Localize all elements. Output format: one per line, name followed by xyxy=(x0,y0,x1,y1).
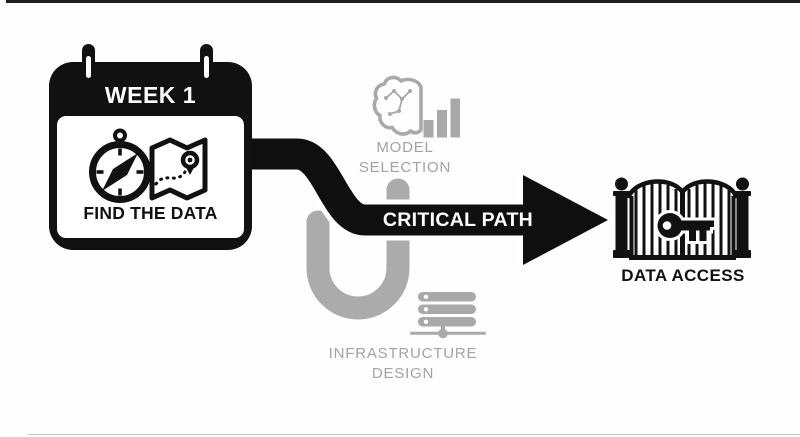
gate-post-right xyxy=(734,177,751,258)
calendar-week-label: WEEK 1 xyxy=(104,82,197,108)
model-selection-line2: SELECTION xyxy=(358,158,452,176)
key-icon xyxy=(654,210,717,244)
infrastructure-line1: INFRASTRUCTURE xyxy=(328,345,478,362)
calendar-caption: FIND THE DATA xyxy=(83,203,218,223)
server-network-icon xyxy=(410,292,486,339)
gate-icon xyxy=(613,177,751,260)
arrow-right-icon xyxy=(523,175,608,265)
find-data-icons xyxy=(89,128,208,203)
bottom-border-line xyxy=(28,434,800,435)
map-icon xyxy=(149,137,208,201)
model-selection-line1: MODEL xyxy=(376,139,434,156)
brain-chart-icon xyxy=(372,75,460,138)
calendar-ring-left xyxy=(82,44,95,83)
infrastructure-line2: DESIGN xyxy=(371,364,435,382)
u-turn-path xyxy=(306,178,410,320)
critical-path-line xyxy=(242,138,531,236)
calendar-ring-slot xyxy=(204,56,209,78)
top-border-line xyxy=(6,0,800,3)
infrastructure-design-label: INFRASTRUCTURE DESIGN xyxy=(317,344,489,383)
gate-post-left xyxy=(613,177,630,258)
critical-path-label: CRITICAL PATH xyxy=(382,209,534,231)
calendar-ring-right xyxy=(200,44,213,83)
calendar-page: FIND THE DATA xyxy=(57,116,244,238)
calendar-ring-slot xyxy=(86,56,91,78)
model-selection-label: MODEL SELECTION xyxy=(322,138,488,177)
data-access-label: DATA ACCESS xyxy=(621,266,745,285)
calendar-icon: WEEK 1 xyxy=(49,62,252,250)
compass-icon xyxy=(89,128,151,203)
